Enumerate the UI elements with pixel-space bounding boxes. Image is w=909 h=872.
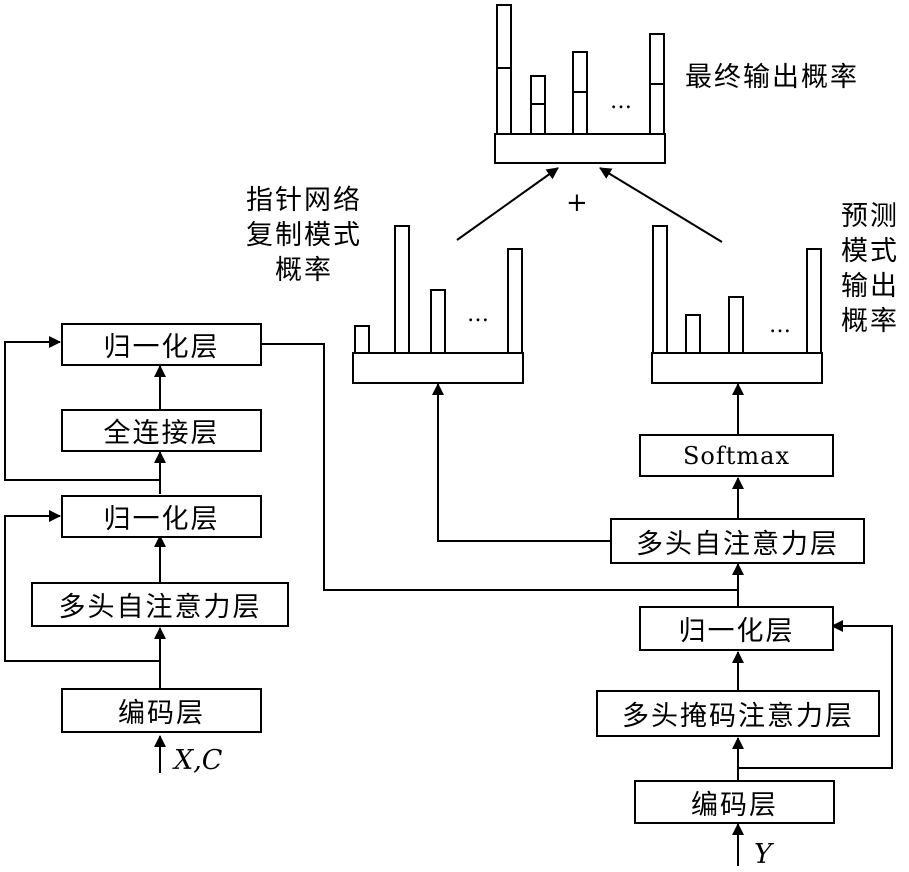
pointer-prob-label: 指针网络 复制模式 概率 [246, 183, 362, 288]
predict-label-line-4: 概率 [841, 306, 899, 337]
encoder-embed: 编码层 [61, 688, 262, 733]
arrow-predict-to-final [599, 167, 723, 243]
predict-ellipsis: … [769, 313, 793, 338]
final-prob-label: 最终输出概率 [685, 62, 859, 93]
encoder-norm-top: 归一化层 [61, 323, 262, 366]
predict-label-line-2: 模式 [841, 236, 899, 267]
encoder-input-label: X,C [174, 745, 223, 776]
pointer-label-line-1: 指针网络 [246, 185, 362, 216]
residual-1 [4, 510, 160, 662]
arrow-pointer-to-final [456, 167, 559, 241]
pointer-histogram [352, 225, 524, 384]
pointer-bar-3 [430, 289, 446, 354]
final-histogram [494, 4, 666, 164]
pointer-bar-1 [354, 325, 370, 354]
pointer-label-line-2: 复制模式 [246, 220, 362, 251]
encoder-norm-bottom: 归一化层 [61, 495, 262, 538]
decoder-input-label: Y [754, 839, 772, 870]
residual-decoder [738, 620, 893, 769]
pointer-label-line-3: 概率 [275, 255, 333, 286]
decoder-softmax: Softmax [639, 434, 834, 477]
arrow-mha-to-pointer [432, 383, 610, 542]
residual-2 [4, 336, 160, 481]
arrow-encoder-to-decoder [262, 343, 738, 591]
predict-bar-2 [685, 314, 701, 354]
predict-bar-4 [806, 248, 822, 354]
decoder-mha: 多头自注意力层 [610, 518, 865, 564]
encoder-mha: 多头自注意力层 [31, 582, 289, 627]
decoder-masked-mha: 多头掩码注意力层 [596, 690, 880, 737]
predict-bar-1 [652, 225, 668, 354]
predict-label-line-3: 输出 [841, 271, 899, 302]
predict-base [651, 352, 823, 384]
predict-prob-label: 预测 模式 输出 概率 [841, 199, 899, 339]
pointer-ellipsis: … [467, 302, 491, 327]
pointer-bar-2 [394, 225, 410, 354]
pointer-bar-4 [507, 248, 523, 354]
predict-bar-3 [728, 296, 744, 354]
plus-sign: + [566, 188, 590, 218]
predict-histogram [651, 225, 823, 384]
final-base [494, 133, 666, 164]
predict-label-line-1: 预测 [841, 201, 899, 232]
decoder-norm: 归一化层 [639, 606, 834, 651]
final-bar-1 [496, 4, 512, 135]
pointer-base [352, 352, 524, 384]
decoder-embed: 编码层 [634, 780, 835, 824]
encoder-fc: 全连接层 [61, 409, 262, 452]
final-ellipsis: … [610, 89, 634, 114]
